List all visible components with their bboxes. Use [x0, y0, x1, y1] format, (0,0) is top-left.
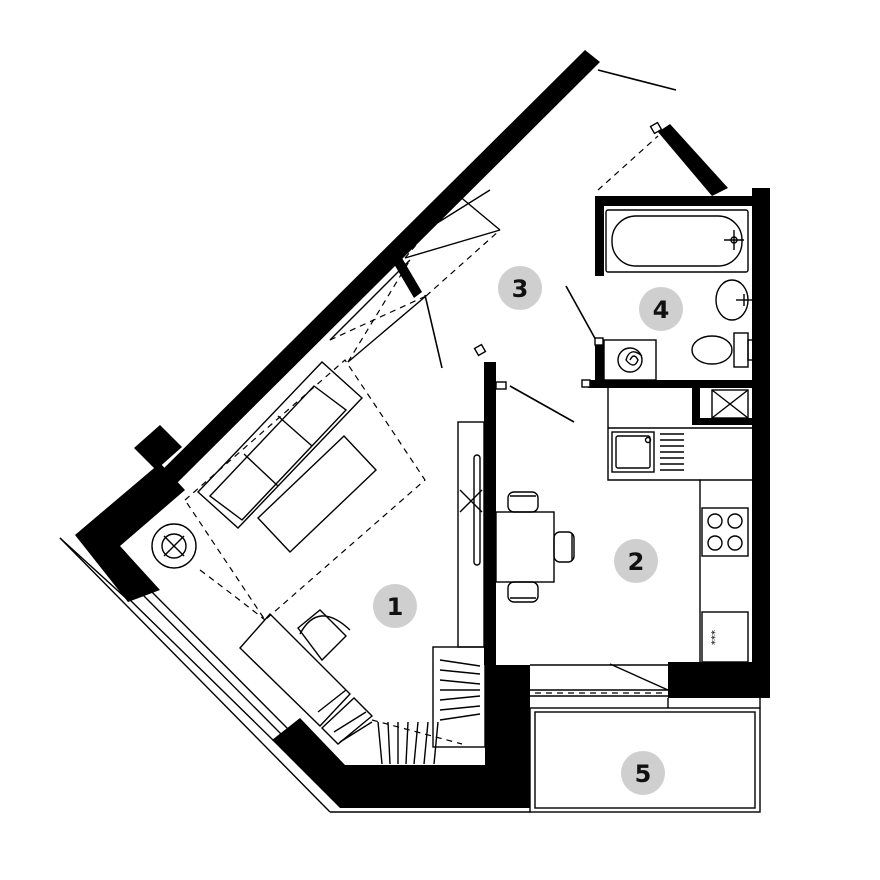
sofa-icon	[196, 361, 364, 529]
room-1-furniture	[151, 359, 486, 765]
outer-walls	[75, 50, 770, 808]
fridge-icon: ***	[701, 611, 749, 663]
washbasin-icon	[715, 279, 752, 321]
bathtub-icon	[605, 209, 749, 273]
dining-chair-top-icon	[507, 491, 539, 513]
vent-shaft-icon	[711, 389, 749, 419]
cooktop-icon	[701, 507, 749, 557]
chair-icon	[297, 609, 351, 662]
svg-text:2: 2	[628, 548, 645, 576]
sink-icon	[611, 431, 684, 473]
coffee-table-icon	[257, 435, 377, 553]
room-door	[424, 294, 443, 369]
hangers-icon	[377, 659, 481, 765]
dining-chair-bottom-icon	[507, 581, 539, 603]
room-label-2: 2	[614, 539, 658, 583]
room-label-5: 5	[621, 751, 665, 795]
svg-text:5: 5	[635, 760, 652, 788]
entry-door	[509, 385, 575, 423]
svg-text:1: 1	[387, 593, 404, 621]
kitchen-counter-icon	[607, 388, 701, 662]
fridge-marks: ***	[710, 630, 721, 645]
toilet-icon	[691, 332, 755, 368]
wardrobe-icon	[333, 421, 486, 765]
desk-icon	[239, 612, 374, 745]
dining-chair-right-icon	[553, 531, 575, 563]
balcony-door-top	[597, 69, 677, 91]
room-2-furniture: ***	[495, 388, 752, 663]
bath-door-swing	[597, 135, 659, 191]
svg-text:3: 3	[512, 275, 529, 303]
room-5-balcony	[529, 663, 761, 813]
room-label-3: 3	[498, 266, 542, 310]
room-label-1: 1	[373, 584, 417, 628]
floor-lamp-icon	[151, 523, 197, 569]
room-4-furniture	[603, 209, 755, 419]
room-label-4: 4	[639, 287, 683, 331]
dining-table-icon	[495, 511, 555, 583]
window-lines	[59, 189, 530, 813]
svg-text:4: 4	[653, 296, 670, 324]
washing-machine-icon	[603, 339, 657, 381]
doors	[424, 69, 677, 423]
bathroom-door	[565, 285, 598, 343]
